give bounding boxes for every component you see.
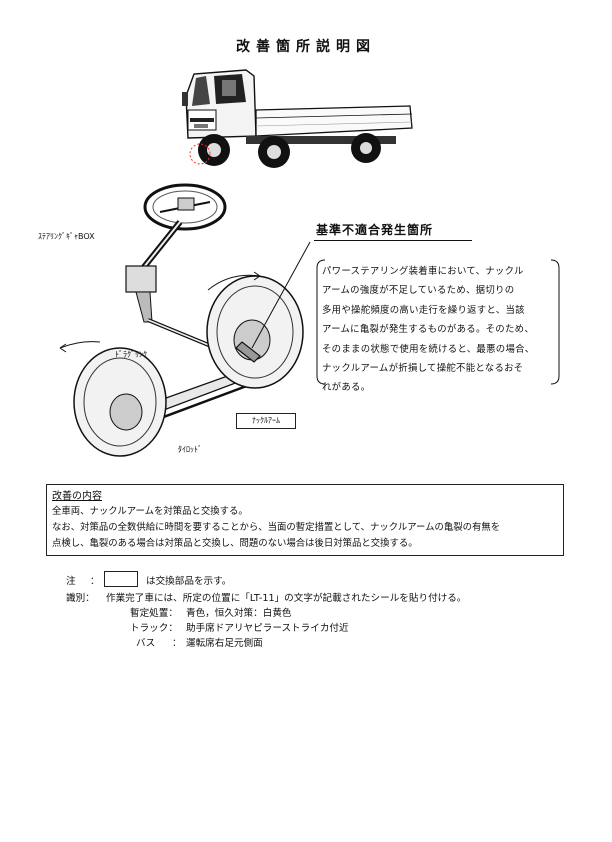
defect-line: そのままの状態で使用を続けると、最悪の場合、 <box>322 343 535 355</box>
truck-text: 助手席ドアリヤピラーストライカ付近 <box>186 623 349 634</box>
bus-text: 運転席右足元側面 <box>186 638 263 649</box>
defect-line: ナックルアームが折損して操舵不能となるおそ <box>322 363 524 375</box>
tie-rod-label: ﾀｲﾛｯﾄﾞ <box>178 445 202 454</box>
defect-line: パワーステアリング装着車において、ナックル <box>322 266 524 277</box>
drag-link-label: ﾄﾞﾗｸﾞﾘﾝｸ <box>115 350 147 359</box>
note-colon: ： <box>90 576 100 587</box>
knuckle-arm-label: ﾅｯｸﾙｱｰﾑ <box>236 413 296 429</box>
identification-text: 作業完了車には、所定の位置に「LT-11」の文字が記載されたシールを貼り付ける。 <box>106 593 467 604</box>
defect-heading: 基準不適合発生箇所 <box>316 223 434 237</box>
improvement-title: 改善の内容 <box>52 491 102 502</box>
note-text: は交換部品を示す。 <box>146 576 232 587</box>
defect-line: アームに亀裂が発生するものがある。そのため、 <box>322 324 535 336</box>
improvement-line: 全車両、ナックルアームを対策品と交換する。 <box>52 506 248 517</box>
interim-label: 暫定処置： <box>130 608 178 619</box>
bus-label: バス <box>136 638 156 649</box>
improvement-line: 点検し、亀裂のある場合は対策品と交換し、問題のない場合は後日対策品と交換する。 <box>52 538 418 549</box>
steering-chassis-diagram <box>59 183 311 457</box>
improvement-line: なお、対策品の全数供給に時間を要することから、当面の暫定措置として、ナックルアー… <box>52 522 501 533</box>
defect-bracket-box <box>316 259 560 385</box>
defect-description: パワーステアリング装着車において、ナックル アームの強度が不足しているため、据切… <box>322 262 556 398</box>
truck-illustration <box>182 69 413 168</box>
interim-text: 青色，恒久対策：白黄色 <box>186 608 292 619</box>
bus-colon: ： <box>172 638 182 649</box>
steering-gear-box-label: ｽﾃｱﾘﾝｸﾞｷﾞｬBOX <box>38 232 95 241</box>
defect-line: れがある。 <box>322 382 371 394</box>
defect-line: 多用や操舵頻度の高い走行を繰り返すと、当該 <box>322 304 525 316</box>
heading-underline <box>314 240 472 241</box>
page-title: 改善箇所説明図 <box>236 39 376 55</box>
replacement-part-legend <box>104 571 138 587</box>
note-label: 注 <box>66 576 76 587</box>
identification-label: 識別： <box>66 593 95 604</box>
defect-line: アームの強度が不足しているため、据切りの <box>322 285 515 297</box>
improvement-box <box>46 484 564 556</box>
truck-label: トラック： <box>130 623 178 634</box>
